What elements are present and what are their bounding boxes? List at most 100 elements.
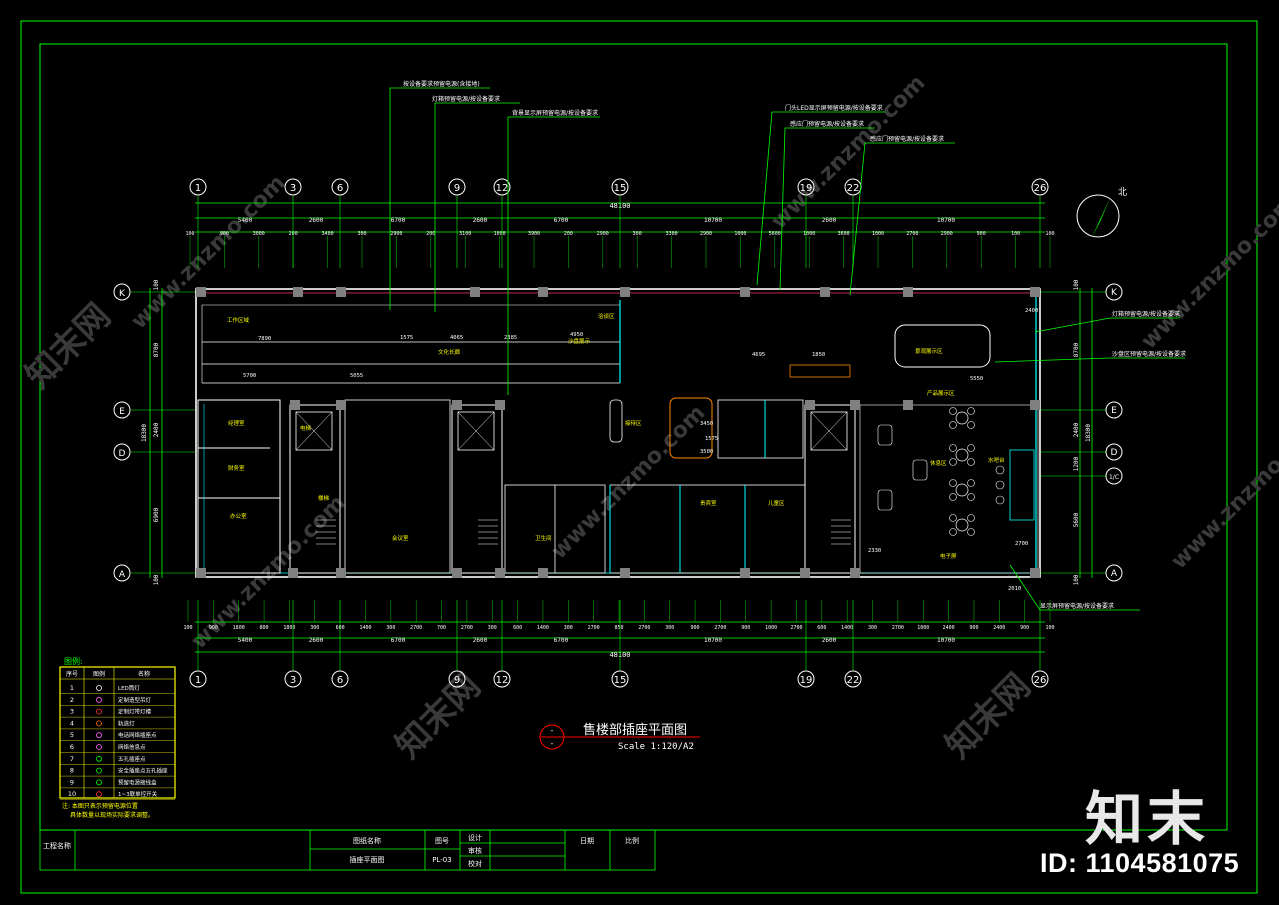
axis-bubble-right bbox=[1105, 283, 1123, 301]
top-segment-dim: 6700 bbox=[391, 217, 406, 224]
column bbox=[800, 568, 810, 578]
project-label: 工程名称 bbox=[43, 841, 71, 850]
bottom-sub-dim: 300 bbox=[564, 625, 573, 631]
top-segment-dim: 2600 bbox=[309, 217, 324, 224]
axis-label-top: 19 bbox=[800, 183, 813, 194]
sofa bbox=[877, 424, 893, 446]
axis-label-bottom: 22 bbox=[847, 675, 860, 686]
bottom-sub-dim: 300 bbox=[310, 625, 319, 631]
bottom-sub-dim: 2700 bbox=[410, 625, 422, 631]
axis-label-top: 6 bbox=[337, 183, 343, 194]
drawing-scale: Scale 1:120/A2 bbox=[618, 742, 694, 752]
room-label: 电子屏 bbox=[940, 552, 957, 560]
legend-symbol bbox=[96, 708, 102, 715]
axis-bubble-bottom bbox=[797, 670, 815, 688]
axis-label-left: A bbox=[119, 570, 126, 580]
title-symbol-lower: - bbox=[551, 739, 554, 748]
top-sub-dim: 1000 bbox=[872, 231, 884, 237]
axis-label-right: E bbox=[1111, 406, 1117, 416]
chair bbox=[967, 479, 975, 487]
axis-bubble-top bbox=[493, 178, 511, 196]
axis-bubble-right bbox=[1105, 443, 1123, 461]
column bbox=[850, 568, 860, 578]
left-dim: 100 bbox=[153, 574, 160, 585]
axis-label-left: K bbox=[119, 289, 126, 299]
room-label: 经理室 bbox=[228, 419, 245, 427]
axis-bubble-left bbox=[113, 564, 131, 582]
watermark-site: www.znzmo.com bbox=[127, 170, 291, 334]
column bbox=[495, 400, 505, 410]
chair bbox=[949, 479, 957, 487]
inner-dim-label: 7890 bbox=[258, 336, 271, 342]
top-sub-dim: 3400 bbox=[322, 231, 334, 237]
axis-label-bottom: 26 bbox=[1034, 675, 1047, 686]
chair bbox=[949, 444, 957, 452]
title-symbol: - bbox=[551, 726, 554, 735]
room-label: 休息区 bbox=[930, 459, 947, 467]
inner-dim-label: 4695 bbox=[752, 352, 765, 358]
bottom-sub-dim: 900 bbox=[691, 625, 700, 631]
watermark-layer: www.znzmo.comwww.znzmo.comwww.znzmo.comw… bbox=[18, 70, 1279, 766]
date-label: 日期 bbox=[580, 837, 594, 845]
watermark-brand: 知末网 bbox=[388, 666, 488, 766]
right-dim: 5600 bbox=[1073, 512, 1080, 527]
legend-no: 8 bbox=[70, 767, 74, 775]
axis-bubble-bottom bbox=[611, 670, 629, 688]
bottom-sub-dim: 600 bbox=[817, 625, 826, 631]
check-label: 校对 bbox=[468, 859, 482, 868]
callout-text: 感应门预留电源/按设备要求 bbox=[870, 135, 944, 143]
column bbox=[290, 400, 300, 410]
bottom-sub-dim: 850 bbox=[614, 625, 623, 631]
axis-label-top: 26 bbox=[1034, 183, 1047, 194]
axis-label-top: 15 bbox=[614, 183, 627, 194]
table bbox=[955, 518, 969, 532]
bar-stool bbox=[995, 465, 1005, 475]
watermark-site: www.znzmo.com bbox=[1137, 190, 1279, 354]
column bbox=[903, 287, 913, 297]
top-sub-dim: 2900 bbox=[597, 231, 609, 237]
axis-label-top: 9 bbox=[454, 183, 460, 194]
room-label: 贵宾室 bbox=[700, 499, 717, 507]
inner-dim-label: 2700 bbox=[1015, 541, 1028, 547]
chair bbox=[967, 421, 975, 429]
left-dim: 8700 bbox=[153, 342, 160, 357]
legend-header: 名称 bbox=[138, 670, 150, 678]
drawing-no-label: 图号 bbox=[435, 837, 449, 845]
chair bbox=[949, 407, 957, 415]
bottom-dimensions: 1009001800800180030060014003002700700270… bbox=[183, 600, 1055, 659]
callout-leaders bbox=[389, 87, 1185, 611]
axis-label-bottom: 3 bbox=[290, 675, 296, 686]
legend-name: 1~3联单控开关 bbox=[118, 790, 158, 798]
bottom-sub-dim: 900 bbox=[1020, 625, 1029, 631]
axis-label-right: K bbox=[1111, 288, 1118, 298]
axis-label-left: E bbox=[119, 407, 125, 417]
column bbox=[538, 568, 548, 578]
column bbox=[470, 287, 480, 297]
callout-text: 感应门预留电源/按设备要求 bbox=[790, 120, 864, 128]
room-label: 楼梯 bbox=[318, 494, 330, 502]
column bbox=[820, 287, 830, 297]
chair bbox=[967, 514, 975, 522]
legend-no: 9 bbox=[70, 778, 74, 786]
top-segment-dim: 10700 bbox=[704, 217, 722, 224]
north-label: 北 bbox=[1118, 187, 1127, 198]
bottom-sub-dim: 2400 bbox=[943, 625, 955, 631]
axis-label-left: D bbox=[119, 449, 126, 459]
room-label: 接待区 bbox=[625, 419, 642, 427]
bottom-sub-dim: 900 bbox=[969, 625, 978, 631]
axis-bubble-left bbox=[113, 443, 131, 461]
top-sub-dim: 100 bbox=[1045, 231, 1054, 237]
legend-symbol bbox=[96, 685, 102, 691]
chair bbox=[967, 407, 975, 415]
top-sub-dim: 3300 bbox=[666, 231, 678, 237]
column bbox=[336, 287, 346, 297]
north-arrow: 北 bbox=[1076, 187, 1127, 238]
top-sub-dim: 3000 bbox=[253, 231, 265, 237]
bottom-sub-dim: 300 bbox=[488, 625, 497, 631]
chair bbox=[949, 493, 957, 501]
legend-symbol bbox=[96, 779, 102, 786]
room-labels: 工作区域沙盘展示文化长廊洽谈区卫生间办公室会议室财务室经理室电梯楼梯接待区产品展… bbox=[227, 312, 1005, 560]
column bbox=[293, 287, 303, 297]
